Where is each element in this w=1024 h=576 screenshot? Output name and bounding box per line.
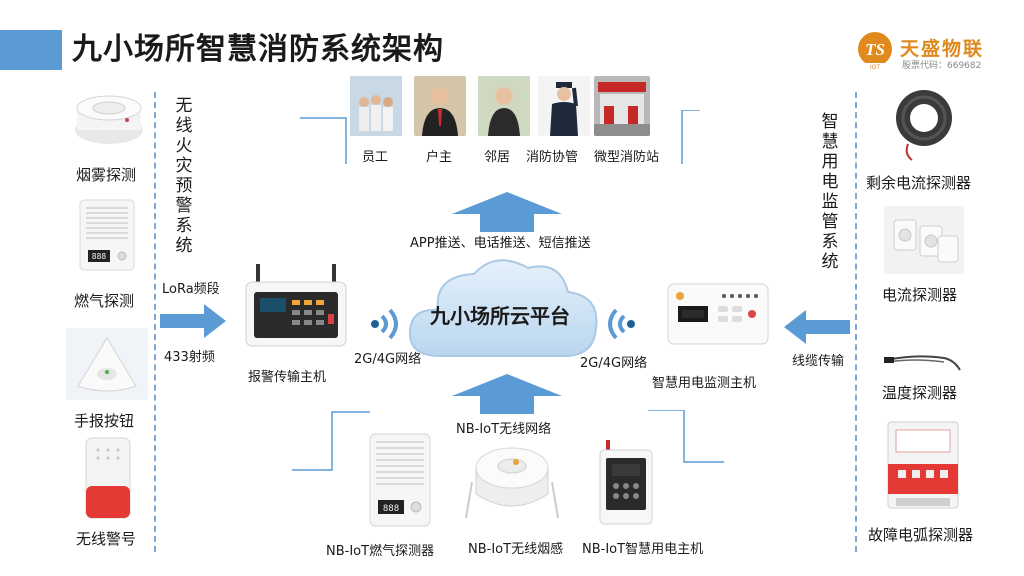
left-device-label-gas: 燃气探测 bbox=[74, 292, 135, 310]
user-label-neighbor: 邻居 bbox=[484, 150, 511, 165]
bottom-device-label-power-host: NB-IoT智慧用电主机 bbox=[582, 542, 704, 557]
ts-logo-icon: TS IOT bbox=[858, 32, 892, 70]
bottom-bracket-lines bbox=[292, 410, 724, 471]
user-photo-fire-assistant bbox=[538, 76, 590, 136]
left-arrow-icon bbox=[784, 310, 850, 344]
left-system-label: 无线火灾预警系统 bbox=[175, 96, 193, 256]
left-divider bbox=[154, 92, 156, 552]
right-device-label-arc: 故障电弧探测器 bbox=[868, 526, 974, 544]
user-photo-staff bbox=[350, 76, 402, 136]
nbiot-smoke-sensor-icon bbox=[465, 447, 559, 519]
nbiot-power-host-icon bbox=[599, 440, 653, 525]
push-label: APP推送、电话推送、短信推送 bbox=[410, 236, 591, 251]
up-arrow-icon-bottom bbox=[452, 374, 562, 414]
manual-alarm-button-icon bbox=[66, 328, 148, 400]
net-label-right: 2G/4G网络 bbox=[580, 356, 648, 371]
right-arrow-icon bbox=[160, 304, 226, 338]
left-device-label-smoke: 烟雾探测 bbox=[76, 166, 137, 184]
user-photo-neighbor bbox=[478, 76, 530, 136]
alarm-host-icon bbox=[245, 264, 347, 347]
right-device-label-temperature: 温度探测器 bbox=[882, 384, 958, 402]
gas-detector-icon: 888 bbox=[79, 199, 135, 271]
nbiot-label: NB-IoT无线网络 bbox=[456, 422, 552, 437]
up-arrow-icon-top bbox=[452, 192, 562, 232]
user-label-owner: 户主 bbox=[426, 150, 453, 165]
svg-text:TS: TS bbox=[865, 40, 885, 59]
user-label-staff: 员工 bbox=[362, 150, 389, 165]
user-label-micro-fire-station: 微型消防站 bbox=[594, 150, 660, 165]
page-title: 九小场所智慧消防系统架构 bbox=[72, 32, 444, 67]
logo-subtitle: 股票代码：669682 bbox=[902, 61, 982, 71]
company-logo: TS IOT 天盛物联 股票代码：669682 bbox=[856, 30, 1006, 74]
residual-current-detector-icon bbox=[896, 90, 952, 161]
svg-text:888: 888 bbox=[92, 252, 107, 261]
cloud-platform-label: 九小场所云平台 bbox=[430, 304, 570, 328]
current-detector-icon bbox=[884, 206, 964, 274]
left-device-label-button: 手报按钮 bbox=[74, 412, 135, 430]
left-device-label-siren: 无线警号 bbox=[76, 530, 137, 548]
user-photo-owner bbox=[414, 76, 466, 136]
nbiot-gas-detector-icon: 888 bbox=[369, 433, 431, 527]
logo-name: 天盛物联 bbox=[900, 38, 985, 60]
smoke-detector-icon bbox=[75, 95, 143, 144]
lora-label: LoRa频段 bbox=[162, 282, 220, 297]
alarm-host-label: 报警传输主机 bbox=[248, 370, 327, 385]
right-device-label-residual: 剩余电流探测器 bbox=[866, 174, 972, 192]
bottom-device-label-smoke: NB-IoT无线烟感 bbox=[468, 542, 564, 557]
arc-fault-detector-icon bbox=[887, 421, 959, 509]
title-accent-bar bbox=[0, 30, 62, 70]
wireless-signal-icon bbox=[371, 308, 398, 340]
cloud-platform-shape bbox=[408, 259, 598, 357]
power-monitor-host-icon bbox=[667, 283, 769, 345]
cable-label: 线缆传输 bbox=[792, 354, 845, 369]
right-system-label: 智慧用电监管系统 bbox=[821, 112, 839, 272]
svg-text:IOT: IOT bbox=[870, 65, 880, 70]
rf-label: 433射频 bbox=[164, 350, 215, 365]
right-device-label-current: 电流探测器 bbox=[882, 286, 958, 304]
right-divider bbox=[855, 92, 857, 552]
user-label-fire-assistant: 消防协管 bbox=[526, 150, 579, 165]
svg-text:888: 888 bbox=[383, 504, 399, 514]
bottom-device-label-gas: NB-IoT燃气探测器 bbox=[326, 544, 435, 559]
wireless-siren-icon bbox=[85, 437, 131, 519]
net-label-left: 2G/4G网络 bbox=[354, 352, 422, 367]
user-bracket-lines bbox=[300, 110, 700, 164]
temperature-detector-icon bbox=[884, 355, 961, 371]
user-photo-micro-fire-station bbox=[594, 76, 650, 136]
power-host-label: 智慧用电监测主机 bbox=[652, 376, 757, 391]
wireless-signal-icon-right bbox=[608, 308, 635, 340]
